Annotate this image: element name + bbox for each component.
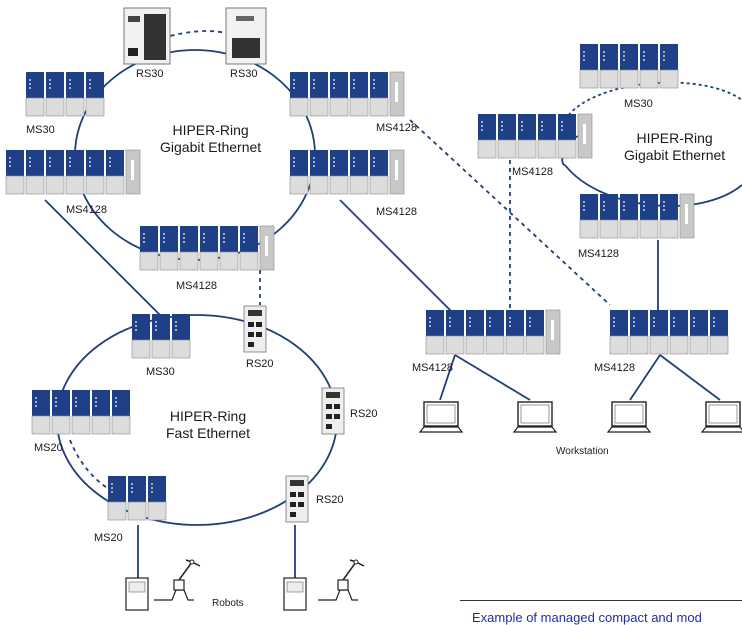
rs30-right-label: RS30 (230, 68, 258, 80)
ms20-left-label: MS20 (34, 442, 63, 454)
ring-label-fast: HIPER-Ring Fast Ethernet (166, 408, 250, 442)
figure-caption: Example of managed compact and mod (472, 610, 702, 625)
ms4128-right-label: MS4128 (376, 206, 417, 218)
ms30-net2-label: MS30 (624, 98, 653, 110)
ms4128-bottom-label: MS4128 (176, 280, 217, 292)
ms4128-left-label: MS4128 (66, 204, 107, 216)
ring-subtitle: Fast Ethernet (166, 425, 251, 441)
ring-label-gigabit-right: HIPER-Ring Gigabit Ethernet (624, 130, 725, 164)
ms4128-top-right-label: MS4128 (376, 122, 417, 134)
rs20-top-label: RS20 (246, 358, 274, 370)
ring-subtitle: Gigabit Ethernet (160, 139, 262, 155)
ring-label-gigabit-left: HIPER-Ring Gigabit Ethernet (160, 122, 261, 156)
ring-title: HIPER-Ring (636, 130, 713, 146)
ring-title: HIPER-Ring (169, 408, 247, 424)
ring-title: HIPER-Ring (172, 122, 249, 138)
ms4128-ws-left-label: MS4128 (412, 362, 453, 374)
caption-divider (460, 600, 742, 601)
ms30-top-label: MS30 (26, 124, 55, 136)
ms4128-net2-left-label: MS4128 (512, 166, 553, 178)
rs20-bottom-label: RS20 (316, 494, 344, 506)
ms4128-ws-right-label: MS4128 (594, 362, 635, 374)
ms4128-net2-right-label: MS4128 (578, 248, 619, 260)
rs30-left-label: RS30 (136, 68, 164, 80)
robots-label: Robots (212, 598, 244, 609)
ms30-fast-label: MS30 (146, 366, 175, 378)
ms20-bottom-label: MS20 (94, 532, 123, 544)
rs20-mid-label: RS20 (350, 408, 378, 420)
ring-subtitle: Gigabit Ethernet (624, 147, 726, 163)
workstation-label: Workstation (556, 446, 609, 457)
